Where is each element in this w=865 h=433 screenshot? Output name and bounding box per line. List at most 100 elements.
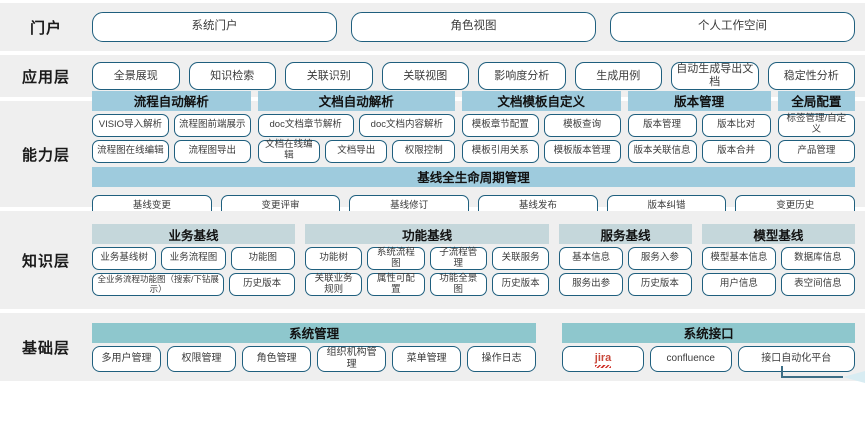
know-item-function-panorama[interactable]: 功能全景图 [429,273,487,296]
cap-item-product-management[interactable]: 产品管理 [777,139,856,163]
capability-group-doc-template: 文档模板自定义 模板章节配置 模板查询 模板引用关系 模板版本管理 [461,90,621,163]
cap-item-version-merge[interactable]: 版本合并 [701,139,771,163]
cap-item-tag-management[interactable]: 标签管理/自定义 [777,113,856,137]
group-row: 服务出参 历史版本 [559,273,692,296]
portal-item-personal-workspace[interactable]: 个人工作空间 [610,12,855,42]
capability-groups: 流程自动解析 VISIO导入解析 流程图前端展示 流程图在线编辑 流程图导出 [92,90,856,163]
cap-item-doc-export[interactable]: 文档导出 [325,139,388,163]
foundation-group-system-interface: 系统接口 jira confluence 接口自动化平台 [562,322,856,372]
know-item-user-info[interactable]: 用户信息 [701,273,776,296]
group-rows-service-baseline: 基本信息 服务入参 服务出参 历史版本 [559,247,692,296]
base-item-permission-mgmt[interactable]: 权限管理 [167,345,237,372]
group-row: doc文档章节解析 doc文档内容解析 [257,113,455,137]
base-item-menu-mgmt[interactable]: 菜单管理 [392,345,462,372]
know-item-database-info[interactable]: 数据库信息 [780,247,855,270]
foundation-items-system-management: 多用户管理 权限管理 角色管理 组织机构管理 菜单管理 操作日志 [92,345,537,372]
know-item-service-input-params[interactable]: 服务入参 [628,247,692,270]
layer-foundation: 基础层 系统管理 多用户管理 权限管理 角色管理 组织机构管理 菜单管理 操作日… [0,313,865,381]
group-row: 用户信息 表空间信息 [701,273,855,296]
cap-item-flow-online-edit[interactable]: 流程图在线编辑 [92,139,169,163]
know-item-related-service[interactable]: 关联服务 [491,247,550,270]
group-rows-version-mgmt: 版本管理 版本比对 版本关联信息 版本合并 [627,113,771,163]
know-item-full-business-flow-function-diagram[interactable]: 全业务流程功能图（搜索/下钻展示） [92,273,225,296]
layer-capability: 能力层 流程自动解析 VISIO导入解析 流程图前端展示 流程图在线编辑 [0,90,865,218]
capability-group-global-config: 全局配置 标签管理/自定义 产品管理 [777,90,856,163]
app-item-knowledge-search[interactable]: 知识检索 [188,62,276,90]
foundation-group-system-management: 系统管理 多用户管理 权限管理 角色管理 组织机构管理 菜单管理 操作日志 [92,322,537,372]
app-item-auto-export-doc[interactable]: 自动生成导出文档 [671,62,759,90]
group-rows-business-baseline: 业务基线树 业务流程图 功能图 全业务流程功能图（搜索/下钻展示） 历史版本 [92,247,295,296]
base-item-confluence[interactable]: confluence [649,345,732,372]
layer-application: 应用层 全景展现 知识检索 关联识别 关联视图 影响度分析 生成用例 自动生成导… [0,55,865,97]
layer-body-knowledge: 业务基线 业务基线树 业务流程图 功能图 全业务流程功能图（搜索/下钻展示） 历… [92,211,865,309]
group-title-business-baseline: 业务基线 [92,224,295,244]
cap-item-flow-frontend-display[interactable]: 流程图前端展示 [173,113,251,137]
portal-item-system[interactable]: 系统门户 [92,12,337,42]
foundation-items-system-interface: jira confluence 接口自动化平台 [562,345,856,372]
know-item-function-diagram[interactable]: 功能图 [230,247,295,270]
jira-logo: jira [594,352,612,368]
layer-label-knowledge: 知识层 [21,252,70,270]
group-title-version-mgmt: 版本管理 [627,90,771,111]
cap-item-doc-content-parse[interactable]: doc文档内容解析 [358,113,455,137]
app-item-impact-analysis[interactable]: 影响度分析 [478,62,566,90]
capability-group-process-parsing: 流程自动解析 VISIO导入解析 流程图前端展示 流程图在线编辑 流程图导出 [92,90,251,163]
cap-item-version-management[interactable]: 版本管理 [627,113,697,137]
group-row: 版本关联信息 版本合并 [627,139,771,163]
app-item-stability-analysis[interactable]: 稳定性分析 [767,62,855,90]
group-row: 标签管理/自定义 [777,113,856,137]
cap-item-flow-export[interactable]: 流程图导出 [173,139,251,163]
base-item-interface-automation-platform[interactable]: 接口自动化平台 [737,345,856,372]
group-title-system-interface: 系统接口 [562,322,855,343]
know-item-related-business-rules[interactable]: 关联业务规则 [304,273,363,296]
base-item-jira[interactable]: jira [562,345,644,372]
group-row: 模板章节配置 模板查询 [461,113,621,137]
cap-item-template-version-mgmt[interactable]: 模板版本管理 [543,139,621,163]
app-item-relation-view[interactable]: 关联视图 [381,62,469,90]
app-item-relation-recognition[interactable]: 关联识别 [285,62,373,90]
cap-item-version-compare[interactable]: 版本比对 [701,113,771,137]
app-item-panorama[interactable]: 全景展现 [92,62,180,90]
cap-item-doc-chapter-parse[interactable]: doc文档章节解析 [257,113,354,137]
know-item-attribute-configurable[interactable]: 属性可配置 [367,273,425,296]
know-item-history-version-service[interactable]: 历史版本 [628,273,692,296]
group-title-function-baseline: 功能基线 [304,224,550,244]
group-rows-process-parsing: VISIO导入解析 流程图前端展示 流程图在线编辑 流程图导出 [92,113,251,163]
know-item-business-flowchart[interactable]: 业务流程图 [161,247,226,270]
base-item-role-mgmt[interactable]: 角色管理 [242,345,312,372]
group-title-model-baseline: 模型基线 [701,224,855,244]
cap-item-permission-control[interactable]: 权限控制 [392,139,455,163]
base-item-multi-user-mgmt[interactable]: 多用户管理 [92,345,162,372]
know-item-function-tree[interactable]: 功能树 [304,247,363,270]
cap-item-visio-import[interactable]: VISIO导入解析 [92,113,169,137]
group-row: 模板引用关系 模板版本管理 [461,139,621,163]
know-item-service-output-params[interactable]: 服务出参 [559,273,624,296]
group-row: 业务基线树 业务流程图 功能图 [92,247,295,270]
group-title-global-config: 全局配置 [777,90,856,111]
layer-body-foundation: 系统管理 多用户管理 权限管理 角色管理 组织机构管理 菜单管理 操作日志 系统… [92,313,865,381]
cap-item-template-query[interactable]: 模板查询 [543,113,621,137]
know-item-business-baseline-tree[interactable]: 业务基线树 [92,247,157,270]
cap-item-version-relation-info[interactable]: 版本关联信息 [627,139,697,163]
capability-content: 流程自动解析 VISIO导入解析 流程图前端展示 流程图在线编辑 流程图导出 [92,90,856,218]
know-item-subprocess-mgmt[interactable]: 子流程管理 [429,247,487,270]
cap-item-template-chapter-config[interactable]: 模板章节配置 [461,113,539,137]
know-item-history-version-business[interactable]: 历史版本 [229,273,295,296]
know-item-model-basic-info[interactable]: 模型基本信息 [701,247,776,270]
group-row: 产品管理 [777,139,856,163]
group-row: 关联业务规则 属性可配置 功能全景图 历史版本 [304,273,550,296]
know-item-basic-info[interactable]: 基本信息 [559,247,624,270]
know-item-system-flowchart[interactable]: 系统流程图 [367,247,425,270]
portal-item-role-view[interactable]: 角色视图 [351,12,596,42]
cap-item-doc-online-edit[interactable]: 文档在线编辑 [257,139,321,163]
layer-label-capability: 能力层 [21,146,70,164]
group-title-doc-template: 文档模板自定义 [461,90,621,111]
base-item-org-structure-mgmt[interactable]: 组织机构管理 [317,345,387,372]
know-item-tablespace-info[interactable]: 表空间信息 [780,273,855,296]
cap-item-template-reference[interactable]: 模板引用关系 [461,139,539,163]
application-items: 全景展现 知识检索 关联识别 关联视图 影响度分析 生成用例 自动生成导出文档 … [92,62,855,90]
group-rows-doc-parsing: doc文档章节解析 doc文档内容解析 文档在线编辑 文档导出 权限控制 [257,113,455,163]
app-item-generate-case[interactable]: 生成用例 [574,62,662,90]
base-item-operation-log[interactable]: 操作日志 [467,345,537,372]
know-item-history-version-function[interactable]: 历史版本 [491,273,550,296]
